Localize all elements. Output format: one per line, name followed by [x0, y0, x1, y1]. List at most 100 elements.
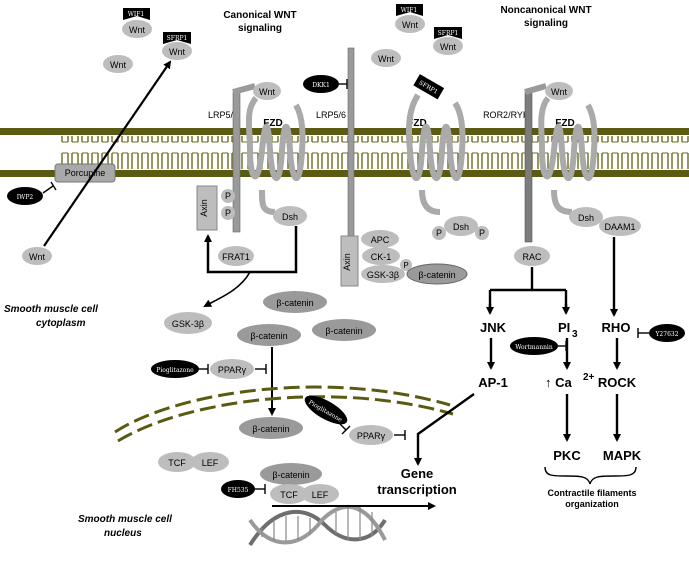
pioglitazone-cyto: Pioglitazone [151, 360, 209, 378]
pi3-sub: 3 [572, 329, 578, 340]
wnt-free-1: Wnt [103, 55, 133, 73]
axin-canonical: Axin P P [196, 185, 235, 231]
fh535-inhibitor: FH535 [221, 480, 266, 498]
rho-label: RHO [602, 320, 631, 335]
pioglitazone-label: Pioglitazone [156, 367, 194, 374]
p-label: P [225, 191, 231, 201]
beta-catenin-nuclear: β-catenin [239, 417, 303, 439]
beta-catenin-label: β-catenin [418, 270, 455, 280]
tcf-lef-complex: β-catenin TCF LEF [260, 463, 339, 504]
gene-transcription-label: Gene transcription [377, 466, 457, 497]
axin-label: Axin [199, 199, 209, 217]
lrp56-label: LRP5/6 [316, 110, 346, 120]
wif1-complex-1: Wnt WIF1 [122, 8, 152, 38]
canonical-title: Canonical WNT signaling [223, 10, 296, 34]
lef-label: LEF [312, 490, 329, 500]
daam1: DAAM1 [599, 216, 641, 236]
cytoplasm-label: Smooth muscle cell cytoplasm [4, 304, 98, 329]
wnt-label: Wnt [440, 42, 457, 52]
fzd-receptor-canonical: FZD [245, 95, 306, 215]
fzd-label: FZD [263, 118, 282, 129]
wif1-badge [396, 4, 423, 16]
beta-catenin-label: β-catenin [276, 298, 313, 308]
ror2ryk-receptor: ROR2/RYK [483, 83, 547, 243]
gene-line1: Gene [401, 466, 434, 481]
fzd-label: FZD [407, 118, 426, 129]
beta-catenin-label: β-catenin [325, 326, 362, 336]
ca-text: ↑ Ca [545, 375, 573, 390]
sfrp1-badge [434, 27, 462, 39]
wif1-badge [123, 8, 150, 20]
dsh-label: Dsh [578, 213, 594, 223]
lef-label: LEF [202, 458, 219, 468]
tcf-lef-free: TCF LEF [158, 452, 229, 472]
noncanonical-title: Noncanonical WNT signaling [500, 5, 591, 29]
wnt-cytoplasmic: Wnt [22, 247, 52, 265]
y27632-inhibitor: Y27632 [637, 324, 685, 342]
wortmannin-label: Wortmannin [515, 344, 553, 351]
ppar-g-label: PPARγ [357, 431, 386, 441]
gsk3b-label: GSK-3β [367, 270, 399, 280]
iwp2-label: IWP2 [17, 194, 34, 201]
tcf-label: TCF [280, 490, 298, 500]
daam1-label: DAAM1 [604, 222, 635, 232]
ror2ryk-label: ROR2/RYK [483, 110, 529, 120]
fzd-receptor-noncanonical: FZD [538, 96, 598, 215]
beta-catenin-label: β-catenin [272, 470, 309, 480]
wortmannin-inhibitor: Wortmannin [510, 337, 567, 355]
fzd-receptor-middle: FZD [406, 93, 466, 215]
dna-helix [248, 504, 387, 547]
rock-label: ROCK [598, 375, 637, 390]
noncanonical-title-line2: signaling [524, 18, 568, 29]
contractile-label: Contractile filaments organization [547, 488, 636, 509]
canonical-title-line2: signaling [238, 23, 282, 34]
lrp56-label: LRP5/6 [208, 110, 238, 120]
rac-label: RAC [522, 252, 542, 262]
dsh-to-axin-arrow [204, 226, 298, 274]
sfrp1-label: SFRP1 [167, 35, 188, 42]
ca-sup: 2+ [583, 372, 595, 383]
sfrp1-label: SFRP1 [438, 30, 459, 37]
mapk-label: MAPK [603, 448, 642, 463]
beta-catenin-label: β-catenin [252, 424, 289, 434]
beta-catenin-label: β-catenin [250, 331, 287, 341]
gsk3b-label: GSK-3β [172, 319, 204, 329]
ppar-g-label: PPARγ [218, 365, 247, 375]
wnt-label: Wnt [169, 47, 186, 57]
sfrp1-badge [163, 32, 191, 44]
sfrp1-complex-1: Wnt SFRP1 [162, 32, 192, 60]
contractile-line1: Contractile filaments [547, 488, 636, 498]
sfrp1-complex-2: Wnt SFRP1 [433, 27, 463, 55]
wif1-complex-2: Wnt WIF1 [395, 4, 425, 33]
wnt-label: Wnt [551, 87, 568, 97]
gsk3b-free: GSK-3β [164, 312, 212, 334]
wnt-label: Wnt [29, 252, 46, 262]
ap1-label: AP-1 [478, 375, 508, 390]
ppar-g-nuc: PPARγ [349, 425, 406, 445]
dsh-free: Dsh P P [432, 216, 489, 240]
y27632-label: Y27632 [654, 331, 678, 338]
p-label: P [403, 261, 408, 270]
contractile-line2: organization [565, 499, 619, 509]
calcium-label: ↑ Ca 2+ [545, 372, 595, 390]
wnt-bound-noncanonical: Wnt [545, 82, 573, 100]
dsh-label: Dsh [453, 222, 469, 232]
dkk1-inhibitor: DKK1 [303, 75, 348, 93]
p-label: P [479, 228, 485, 238]
fh535-label: FH535 [228, 487, 249, 494]
dkk1-label: DKK1 [312, 82, 330, 89]
pi3-label: PI 3 [558, 320, 578, 340]
wnt-label: Wnt [129, 25, 146, 35]
cytoplasm-label-line2: cytoplasm [36, 318, 86, 329]
beta-catenin-pool: β-catenin β-catenin β-catenin [237, 291, 376, 346]
wnt-bound-canonical: Wnt [253, 82, 281, 100]
ppar-g-cyto: PPARγ [210, 359, 267, 379]
nucleus-label-line2: nucleus [104, 528, 142, 539]
axin-label: Axin [342, 253, 352, 271]
p-label: P [225, 208, 231, 218]
gene-line2: transcription [377, 482, 457, 497]
jnk-label: JNK [480, 320, 507, 335]
wnt-secretion-arrow [43, 60, 172, 247]
porcupine: Porcupine [54, 163, 116, 183]
